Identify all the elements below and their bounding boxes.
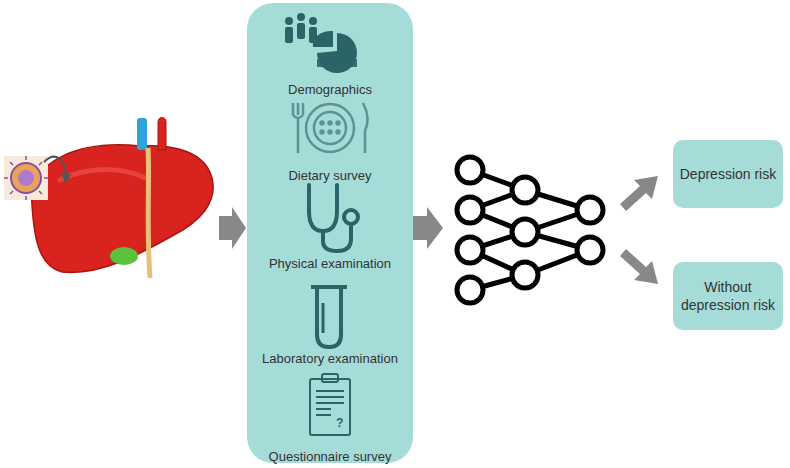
- category-label: Demographics: [247, 82, 413, 97]
- icon-part: [316, 396, 344, 398]
- category-label: Physical examination: [247, 256, 413, 271]
- icon-part: [322, 374, 338, 382]
- liver-illustration: [32, 118, 213, 279]
- icon-part: [337, 131, 340, 134]
- icon-part: [316, 402, 344, 404]
- icon-part: [337, 122, 340, 125]
- icon-part: [309, 17, 317, 25]
- icon-part: [297, 23, 305, 39]
- category-label: Laboratory examination: [247, 351, 413, 366]
- icon-part: [313, 31, 333, 47]
- icon-part: [321, 122, 324, 125]
- icon-part: [306, 104, 354, 152]
- dietary-icon: [293, 103, 368, 153]
- icon-part: [316, 414, 331, 416]
- icon-part: [293, 103, 303, 153]
- icon-part: [297, 13, 305, 21]
- outcome-label: Depression risk: [679, 165, 777, 183]
- icon-part: [363, 103, 368, 153]
- outcome-box: Without depression risk: [673, 262, 783, 330]
- neural-network-icon: [457, 157, 603, 303]
- clipboard-icon: [310, 374, 350, 435]
- outcome-label: Without depression risk: [679, 278, 777, 314]
- category-label: Dietary survey: [247, 168, 413, 183]
- icon-part: [329, 131, 332, 134]
- icon-part: [317, 59, 357, 67]
- icon-part: [285, 27, 293, 43]
- icon-part: [323, 225, 351, 251]
- test-tube-icon: [311, 287, 347, 347]
- icon-part: [285, 17, 293, 25]
- stethoscope-icon: [309, 185, 358, 251]
- icon-part: [316, 390, 344, 392]
- flow-arrow: [219, 207, 246, 249]
- output-arrow: [620, 249, 658, 284]
- input-panel: DemographicsDietary surveyPhysical exami…: [247, 3, 413, 463]
- icon-part: [329, 122, 332, 125]
- icon-part: [310, 379, 350, 435]
- virus-icon: [4, 156, 71, 200]
- icon-part: [322, 303, 325, 333]
- category-icons: [247, 3, 413, 463]
- icon-mark: ?: [336, 417, 343, 429]
- demographics-icon: [285, 13, 357, 73]
- icon-part: [316, 408, 331, 410]
- output-arrow: [620, 176, 658, 211]
- flow-arrow: [413, 207, 443, 249]
- icon-part: [321, 131, 324, 134]
- icon-part: [344, 210, 358, 224]
- icon-part: [309, 185, 337, 231]
- icon-part: [314, 112, 346, 144]
- icon-part: [311, 287, 347, 347]
- outcome-box: Depression risk: [673, 140, 783, 208]
- category-label: Questionnaire survey: [247, 449, 413, 464]
